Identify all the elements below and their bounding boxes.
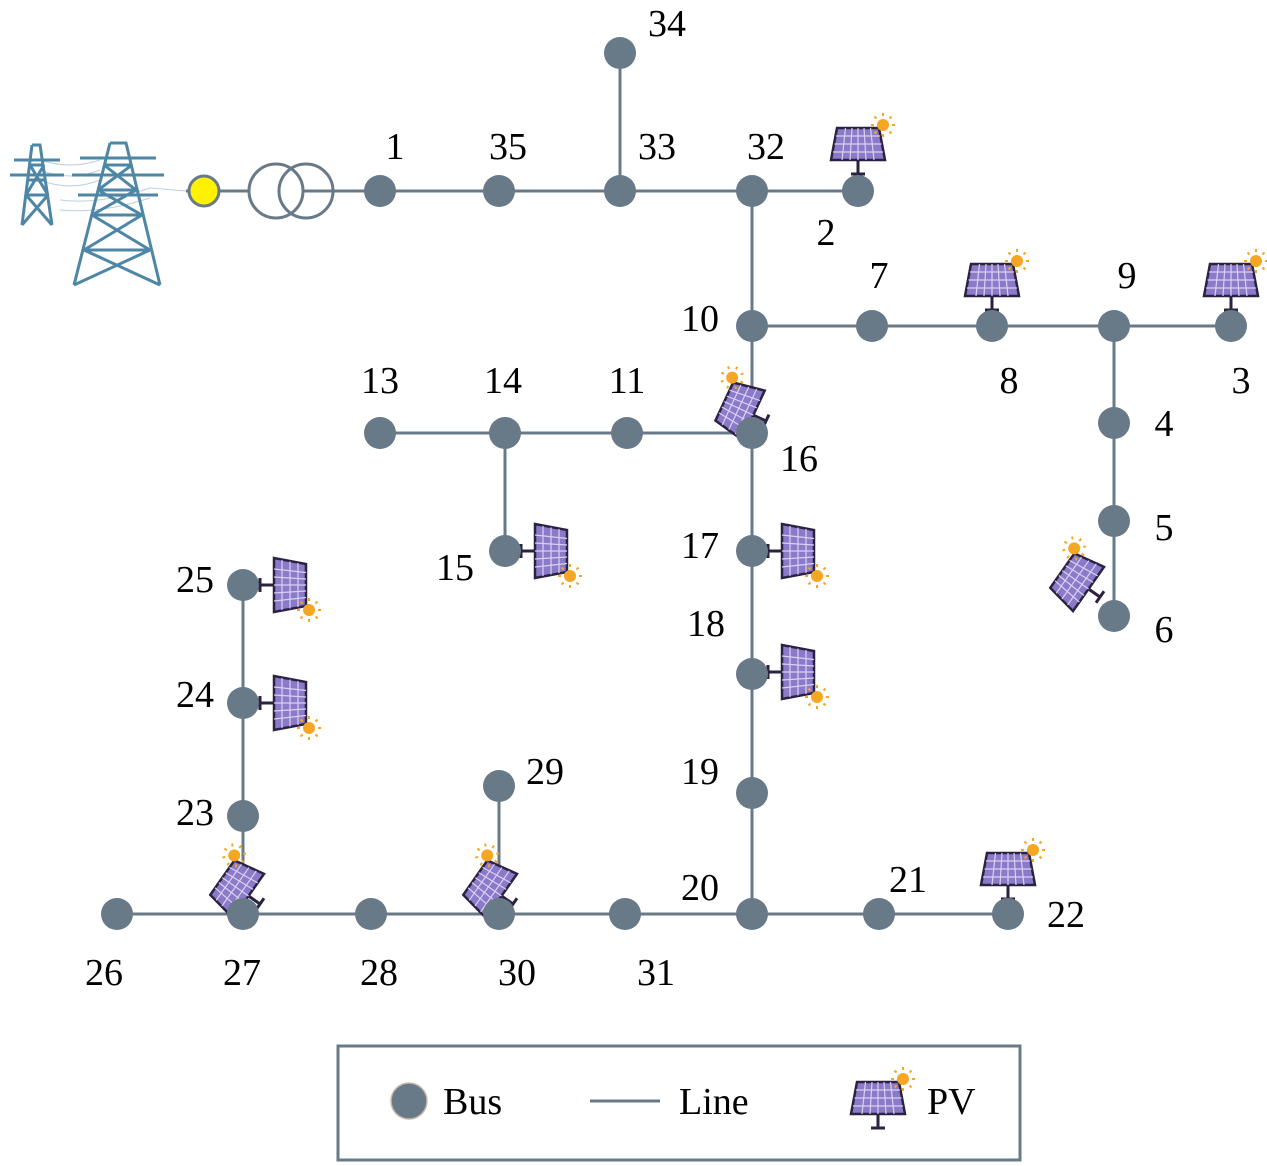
legend-line-label: Line	[679, 1081, 749, 1123]
bus-label-20: 20	[681, 867, 719, 909]
bus-14	[489, 417, 521, 449]
legend-pv-label: PV	[927, 1081, 976, 1123]
bus-label-23: 23	[176, 792, 214, 834]
bus-1	[364, 175, 396, 207]
bus-10	[736, 310, 768, 342]
bus-label-34: 34	[648, 3, 686, 45]
pv-icon-bus-2	[829, 111, 897, 176]
bus-30	[483, 898, 515, 930]
bus-label-17: 17	[681, 525, 719, 567]
bus-label-9: 9	[1118, 255, 1137, 297]
pv-icon-bus-22	[979, 836, 1047, 901]
bus-35	[483, 175, 515, 207]
bus-label-13: 13	[361, 360, 399, 402]
bus-22	[992, 898, 1024, 930]
bus-4	[1098, 407, 1130, 439]
pv-icon-bus-15	[519, 522, 584, 590]
bus-label-30: 30	[498, 952, 536, 994]
bus-7	[856, 310, 888, 342]
bus-label-3: 3	[1232, 360, 1251, 402]
bus-label-22: 22	[1047, 894, 1085, 936]
bus-13	[364, 417, 396, 449]
bus-label-8: 8	[1000, 360, 1019, 402]
legend: Bus Line PV	[336, 1044, 1022, 1162]
bus-16	[736, 417, 768, 449]
bus-2	[842, 175, 874, 207]
bus-32	[736, 175, 768, 207]
legend-bus-symbol	[390, 1082, 428, 1120]
legend-box	[336, 1044, 1022, 1162]
bus-label-14: 14	[484, 360, 522, 402]
bus-27	[227, 898, 259, 930]
bus-5	[1098, 505, 1130, 537]
bus-label-27: 27	[223, 952, 261, 994]
legend-bus-label: Bus	[443, 1081, 502, 1123]
bus-24	[227, 687, 259, 719]
bus-9	[1098, 310, 1130, 342]
bus-19	[736, 777, 768, 809]
transformer-icon	[247, 162, 335, 220]
bus-28	[355, 898, 387, 930]
bus-layer	[101, 37, 1247, 930]
bus-33	[604, 175, 636, 207]
bus-23	[227, 800, 259, 832]
bus-label-4: 4	[1155, 403, 1174, 445]
bus-29	[483, 770, 515, 802]
pv-icon-bus-17	[766, 522, 831, 590]
bus-label-33: 33	[638, 126, 676, 168]
bus-label-18: 18	[687, 603, 725, 645]
bus-label-6: 6	[1155, 609, 1174, 651]
bus-label-35: 35	[489, 126, 527, 168]
bus-label-16: 16	[780, 438, 818, 480]
bus-21	[863, 898, 895, 930]
bus-label-1: 1	[386, 126, 405, 168]
bus-label-31: 31	[637, 952, 675, 994]
bus-3	[1215, 310, 1247, 342]
bus-label-2: 2	[817, 212, 836, 254]
bus-25	[227, 569, 259, 601]
bus-label-7: 7	[870, 255, 889, 297]
bus-label-19: 19	[681, 751, 719, 793]
bus-label-32: 32	[747, 126, 785, 168]
bus-15	[489, 535, 521, 567]
bus-label-15: 15	[436, 547, 474, 589]
bus-label-29: 29	[526, 751, 564, 793]
bus-6	[1098, 600, 1130, 632]
pv-icon-bus-18	[766, 643, 831, 711]
bus-8	[976, 310, 1008, 342]
bus-18	[736, 658, 768, 690]
bus-label-26: 26	[85, 952, 123, 994]
bus-label-25: 25	[176, 559, 214, 601]
lines-layer	[117, 53, 1231, 916]
bus-34	[604, 37, 636, 69]
transmission-tower-icon	[10, 141, 187, 287]
bus-label-24: 24	[176, 674, 214, 716]
pv-icon-bus-25	[258, 556, 323, 624]
pv-icon-bus-3	[1202, 247, 1267, 312]
bus-label-28: 28	[360, 952, 398, 994]
bus-label-11: 11	[609, 360, 646, 402]
bus-label-10: 10	[681, 298, 719, 340]
bus-11	[611, 417, 643, 449]
bus-31	[609, 898, 641, 930]
source-bus	[187, 174, 221, 208]
bus-label-21: 21	[889, 859, 927, 901]
bus-26	[101, 898, 133, 930]
bus-20	[736, 898, 768, 930]
bus-label-5: 5	[1155, 507, 1174, 549]
pv-icon-bus-24	[258, 674, 323, 742]
pv-icon-bus-8	[963, 247, 1031, 312]
bus-17	[736, 535, 768, 567]
